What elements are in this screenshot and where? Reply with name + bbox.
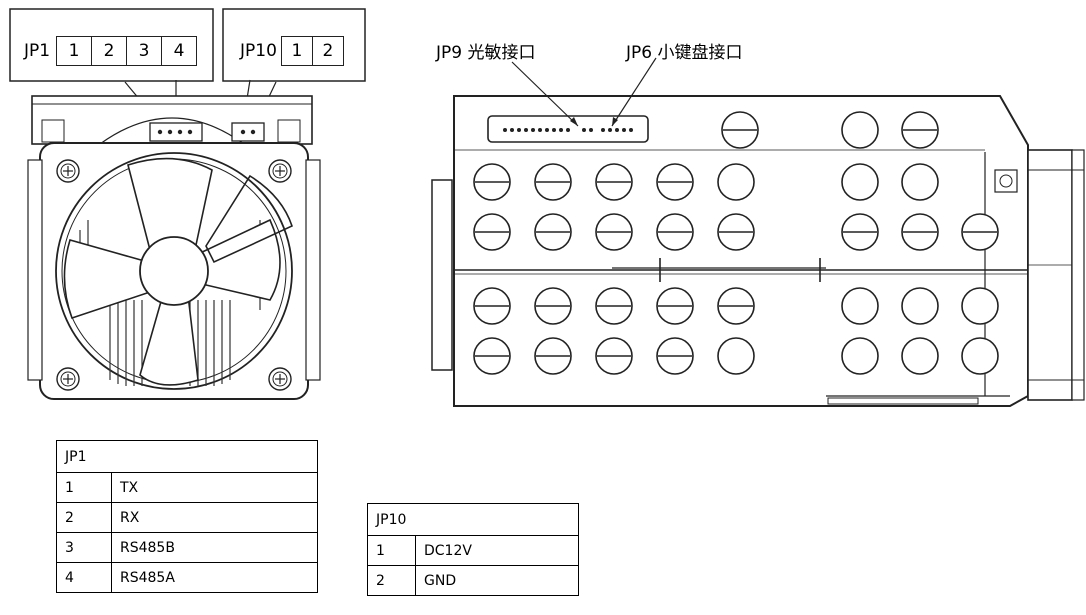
jp10-table-title: JP10	[367, 503, 579, 536]
jp6-keypad-callout: JP6 小键盘接口	[626, 43, 743, 63]
pin-number: 1	[56, 472, 112, 503]
table-header-row: JP1	[56, 440, 318, 473]
jp1-pin-strip: 1 2 3 4	[56, 36, 198, 66]
table-header-row: JP10	[367, 503, 579, 536]
pin-signal: GND	[415, 565, 579, 596]
jp1-pin: 4	[173, 41, 185, 61]
pin-number: 3	[56, 532, 112, 563]
pin-signal: RS485A	[111, 562, 318, 593]
jp1-pin: 2	[92, 37, 128, 65]
table-row: 3 RS485B	[56, 532, 318, 563]
jp1-label: JP1	[24, 41, 51, 61]
pin-signal: DC12V	[415, 535, 579, 566]
jp1-callout-frame	[9, 8, 214, 82]
pin-number: 1	[367, 535, 416, 566]
front-view	[9, 8, 366, 400]
pin-number: 2	[367, 565, 416, 596]
table-row: 2 RX	[56, 502, 318, 533]
pin-number: 4	[56, 562, 112, 593]
jp10-pinout-table: JP10 1 DC12V 2 GND	[367, 503, 579, 596]
pin-signal: RS485B	[111, 532, 318, 563]
jp10-pin: 1	[282, 37, 313, 65]
table-row: 4 RS485A	[56, 562, 318, 593]
jp10-connector: JP10 1 2	[240, 36, 344, 66]
table-row: 2 GND	[367, 565, 579, 596]
jp1-pinout-table: JP1 1 TX 2 RX 3 RS485B 4 RS485A	[56, 440, 318, 593]
table-row: 1 DC12V	[367, 535, 579, 566]
pin-signal: RX	[111, 502, 318, 533]
jp10-callout-frame	[222, 8, 366, 82]
table-row: 1 TX	[56, 472, 318, 503]
jp10-pin: 2	[322, 41, 334, 61]
jp1-pin: 1	[57, 37, 93, 65]
side-view	[431, 57, 1085, 407]
jp10-pin-strip: 1 2	[280, 36, 344, 66]
jp1-connector: JP1 1 2 3 4	[24, 36, 198, 66]
jp1-pin: 3	[127, 37, 163, 65]
jp1-table-title: JP1	[56, 440, 318, 473]
pin-number: 2	[56, 502, 112, 533]
jp10-label: JP10	[240, 41, 277, 61]
pin-signal: TX	[111, 472, 318, 503]
jp9-photosensor-callout: JP9 光敏接口	[436, 43, 536, 63]
